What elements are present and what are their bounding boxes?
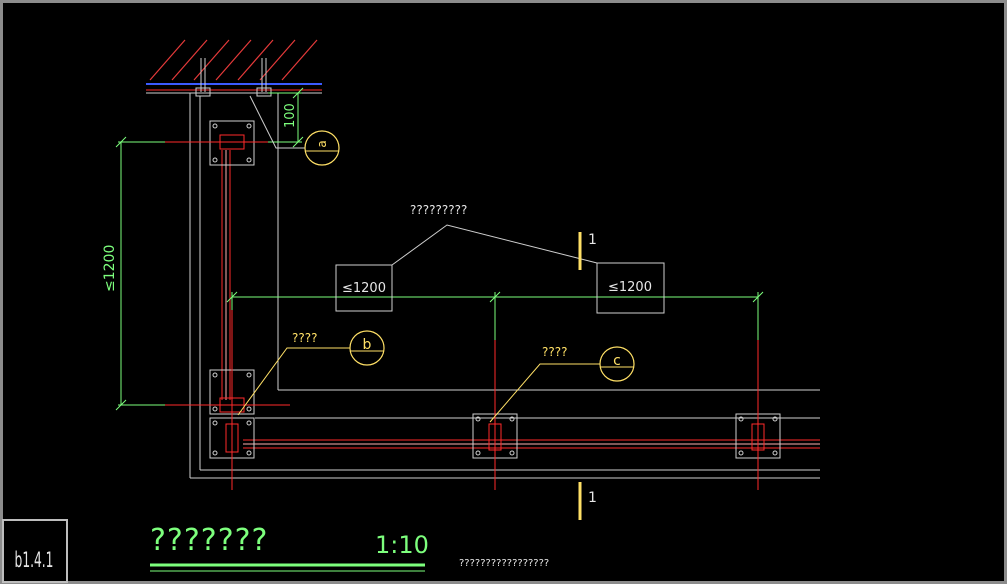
detail-c-leader [489,363,600,423]
detail-c-callout: c [599,346,635,382]
dimension-vertical-label: ≤1200 [102,245,118,292]
bracket-plate-top [209,120,255,166]
detail-b-label: b [363,337,372,353]
drawing-title: ??????? [150,523,268,558]
detail-b-callout: b [349,330,385,366]
dimension-horizontal [226,291,764,340]
detail-a-leader [249,95,305,149]
dimension-box-left [335,264,393,312]
note-b-label: ???? [292,331,317,345]
horizontal-rail [243,439,820,449]
section-mark-top-label: 1 [588,232,597,248]
ceiling-anchor-bolts [195,58,272,97]
detail-c-label: c [613,353,621,369]
dimension-box-right [596,262,665,314]
corner-tag-label: b1.4.1 [15,549,54,574]
ceiling-slab-hatch [149,39,318,81]
dimension-100-label: 100 [283,103,298,128]
section-mark-bottom-label: 1 [588,490,597,506]
detail-a-label: a [315,140,329,147]
detail-b-leader [237,347,350,416]
vertical-wall-outline [189,93,279,478]
note-c-label: ???? [542,345,567,359]
dimension-vertical-1200 [115,136,165,411]
drawing-subtitle: ????????????????? [459,558,549,569]
note-top-label: ????????? [410,203,467,217]
detail-a-callout: a [304,130,340,166]
note-top-leader [391,224,598,266]
vertical-rail [221,150,231,400]
drawing-scale: 1:10 [375,531,429,559]
dimension-box-left-label: ≤1200 [342,281,386,296]
dimension-100 [268,87,304,148]
dimension-box-right-label: ≤1200 [608,280,652,295]
horizontal-wall-outline [190,389,820,479]
corner-tag-box [2,519,68,583]
